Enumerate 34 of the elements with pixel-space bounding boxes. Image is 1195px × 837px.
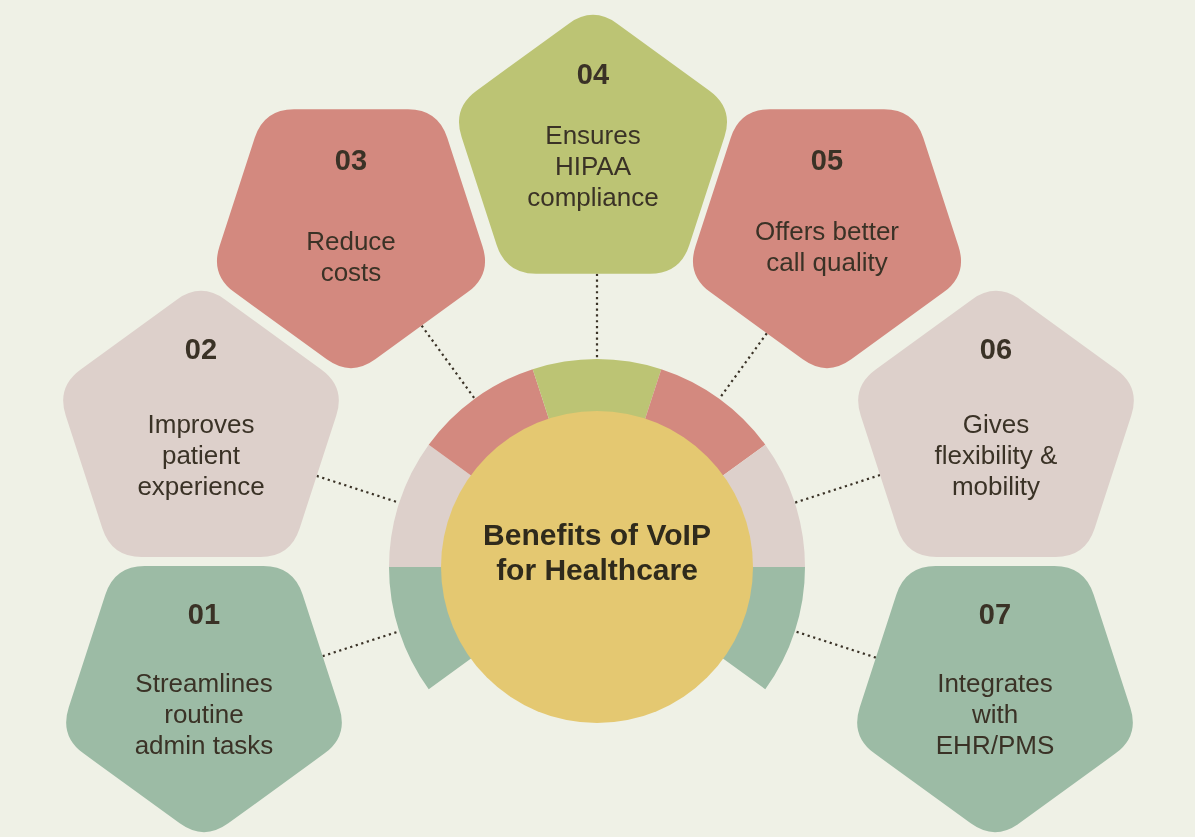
pentagon-shape xyxy=(63,290,339,557)
pentagon-shape xyxy=(458,14,728,274)
benefit-text: Integrates with EHR/PMS xyxy=(934,667,1056,761)
benefit-text: Ensures HIPAA compliance xyxy=(526,119,660,213)
step-number: 03 xyxy=(334,144,368,176)
pentagon-shape xyxy=(857,566,1133,833)
benefit-text: Offers better call quality xyxy=(754,216,900,278)
ring-segment xyxy=(721,444,805,567)
dotted-connector xyxy=(322,630,400,658)
step-number: 06 xyxy=(979,333,1013,365)
dotted-connector xyxy=(794,474,881,504)
step-number: 01 xyxy=(187,598,221,630)
benefit-text: Gives flexibility & mobility xyxy=(933,408,1059,502)
dotted-connector xyxy=(420,325,476,400)
ring-segment xyxy=(721,567,805,690)
dotted-connector xyxy=(595,273,599,359)
pentagon-shape xyxy=(692,109,962,369)
ring-segment xyxy=(389,567,473,690)
pentagon-shape xyxy=(858,290,1134,557)
center-heading: Benefits of VoIP for Healthcare xyxy=(482,517,712,587)
ring-segment xyxy=(389,444,473,567)
ring-segment xyxy=(644,369,766,477)
benefit-text: Streamlines routine admin tasks xyxy=(133,667,275,761)
pentagon-shape xyxy=(66,566,342,833)
dotted-connector xyxy=(794,630,877,659)
step-number: 07 xyxy=(978,598,1012,630)
benefit-text: Improves patient experience xyxy=(136,408,266,502)
pentagon-shape xyxy=(216,109,486,369)
step-number: 05 xyxy=(810,144,844,176)
ring-segment xyxy=(428,369,550,477)
ring-segment xyxy=(532,359,662,421)
step-number: 04 xyxy=(576,58,610,90)
benefit-text: Reduce costs xyxy=(305,226,397,288)
step-number: 02 xyxy=(184,333,218,365)
